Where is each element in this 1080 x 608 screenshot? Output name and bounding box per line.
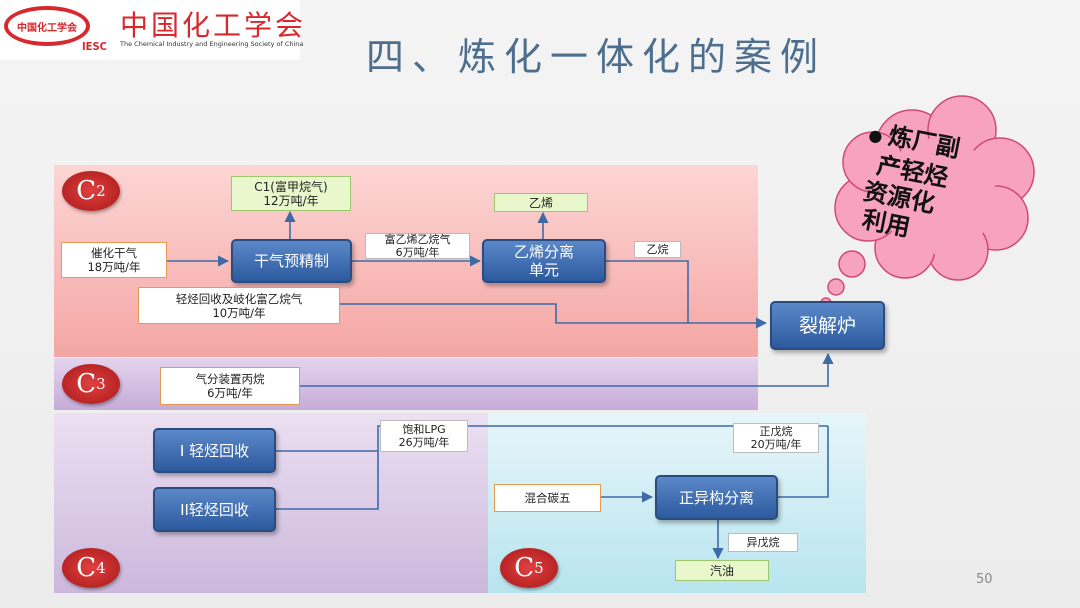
page-number: 50 (976, 572, 993, 587)
isopentane-label: 异戊烷 (728, 533, 798, 552)
dry-gas-pretreatment-unit: 干气预精制 (231, 239, 352, 283)
normal-iso-separation-unit: 正异构分离 (655, 475, 778, 520)
bullet-icon: ● (867, 124, 885, 147)
gasoline-product: 汽油 (675, 560, 769, 581)
logo-oval: 中国化工学会 (4, 6, 90, 46)
c1-rich-methane-product: C1(富甲烷气)12万吨/年 (231, 176, 351, 211)
logo-english-name: The Chemical Industry and Engineering So… (120, 40, 304, 48)
cloud-caption: ●炼厂副 产轻烃 资源化 利用 (859, 121, 963, 242)
logo-iesc: IESC (82, 40, 107, 53)
ethylene-product: 乙烯 (494, 193, 588, 212)
logo-chinese-name: 中国化工学会 (120, 9, 307, 42)
slide-title: 四、炼化一体化的案例 (366, 35, 827, 79)
light-hydrocarbon-recovery-unit-1: I 轻烃回收 (153, 428, 276, 473)
mixed-c5-feed: 混合碳五 (494, 484, 601, 512)
cracking-furnace: 裂解炉 (770, 301, 885, 350)
society-logo: 中国化工学会 IESC 中国化工学会 The Chemical Industry… (0, 0, 304, 60)
ethylene-separation-unit: 乙烯分离单元 (482, 239, 606, 283)
ethane-label: 乙烷 (634, 241, 681, 258)
light-hydrocarbon-recovery-unit-2: II轻烃回收 (153, 487, 276, 532)
thought-cloud (820, 95, 1035, 309)
